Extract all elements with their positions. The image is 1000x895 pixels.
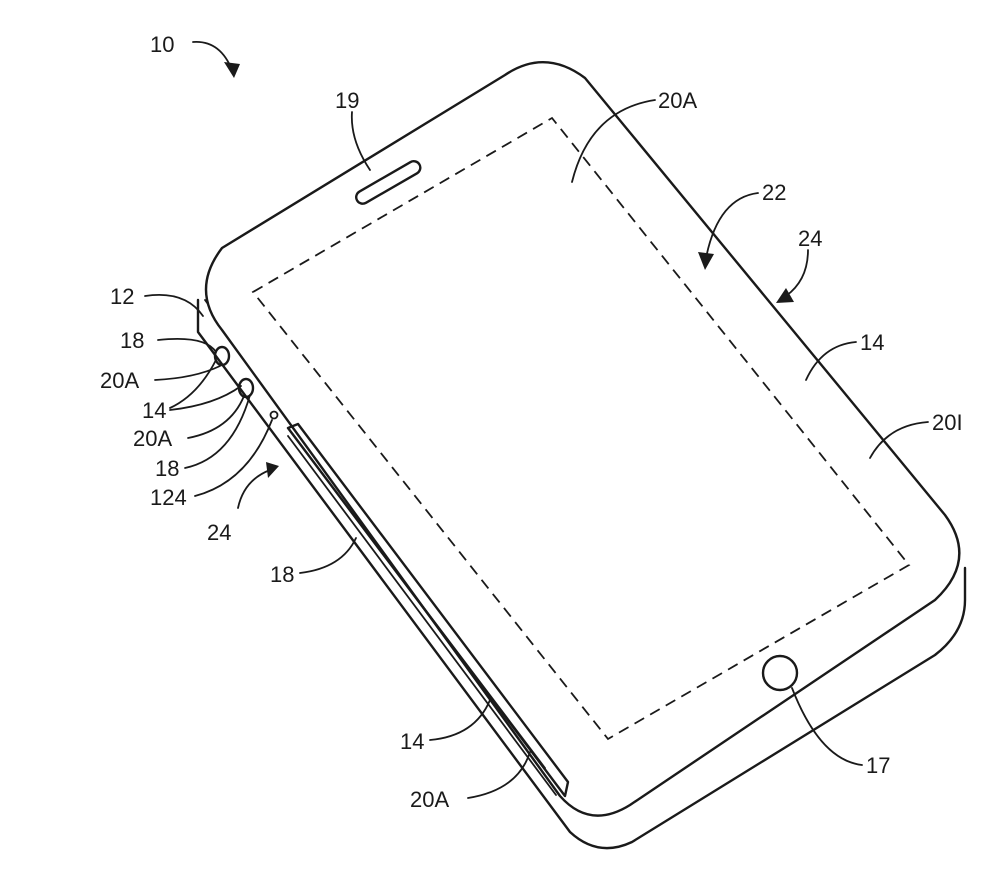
label-20A-left-1: 20A	[100, 368, 139, 393]
label-24-right: 24	[798, 226, 822, 251]
label-17: 17	[866, 753, 890, 778]
label-19: 19	[335, 88, 359, 113]
leader-20A-left-1	[154, 365, 221, 381]
leader-24-left	[237, 469, 271, 509]
leader-20A-top	[571, 99, 656, 183]
leader-12	[144, 294, 204, 317]
arrowhead-22	[698, 252, 714, 270]
leader-20A-left-2	[187, 395, 245, 439]
leader-18-top	[157, 337, 217, 353]
label-18-mid: 18	[155, 456, 179, 481]
side-button-upper	[213, 345, 231, 367]
speaker-slot	[355, 159, 422, 205]
label-124: 124	[150, 485, 187, 510]
label-24-left: 24	[207, 520, 231, 545]
arrowhead-10	[224, 62, 240, 78]
label-14-right: 14	[860, 330, 884, 355]
leader-18-low	[299, 537, 357, 574]
leader-14-bottom	[429, 699, 491, 741]
device-front-face	[204, 61, 961, 817]
label-18-low: 18	[270, 562, 294, 587]
leader-14-left-b	[169, 385, 242, 411]
display-active-area-outline	[251, 116, 911, 741]
device-side-wall	[196, 298, 967, 850]
leader-19	[350, 111, 371, 171]
side-strip-inner-line-2	[299, 443, 546, 769]
home-button	[761, 654, 799, 692]
leader-20A-bottom	[467, 751, 531, 799]
leader-10	[192, 41, 233, 71]
label-20A-bottom: 20A	[410, 787, 449, 812]
label-20A-top: 20A	[658, 88, 697, 113]
arrowhead-24-left	[266, 462, 279, 478]
label-12: 12	[110, 284, 134, 309]
label-18-top: 18	[120, 328, 144, 353]
arrowhead-24-right	[776, 288, 794, 303]
side-strip-inner-line-1	[287, 435, 557, 796]
leader-20I	[869, 421, 929, 459]
leader-14-right	[805, 341, 857, 381]
label-20A-left-2: 20A	[133, 426, 172, 451]
leader-18-mid	[184, 394, 251, 469]
label-10: 10	[150, 32, 174, 57]
label-14-bottom: 14	[400, 729, 424, 754]
side-port-124	[269, 410, 279, 420]
leader-22	[705, 192, 759, 259]
label-14-left: 14	[142, 398, 166, 423]
leader-124	[194, 419, 273, 497]
label-22: 22	[762, 180, 786, 205]
leader-24-right	[785, 249, 809, 297]
leader-14-left-a	[169, 359, 217, 409]
leader-17	[791, 687, 863, 766]
label-20I: 20I	[932, 410, 963, 435]
